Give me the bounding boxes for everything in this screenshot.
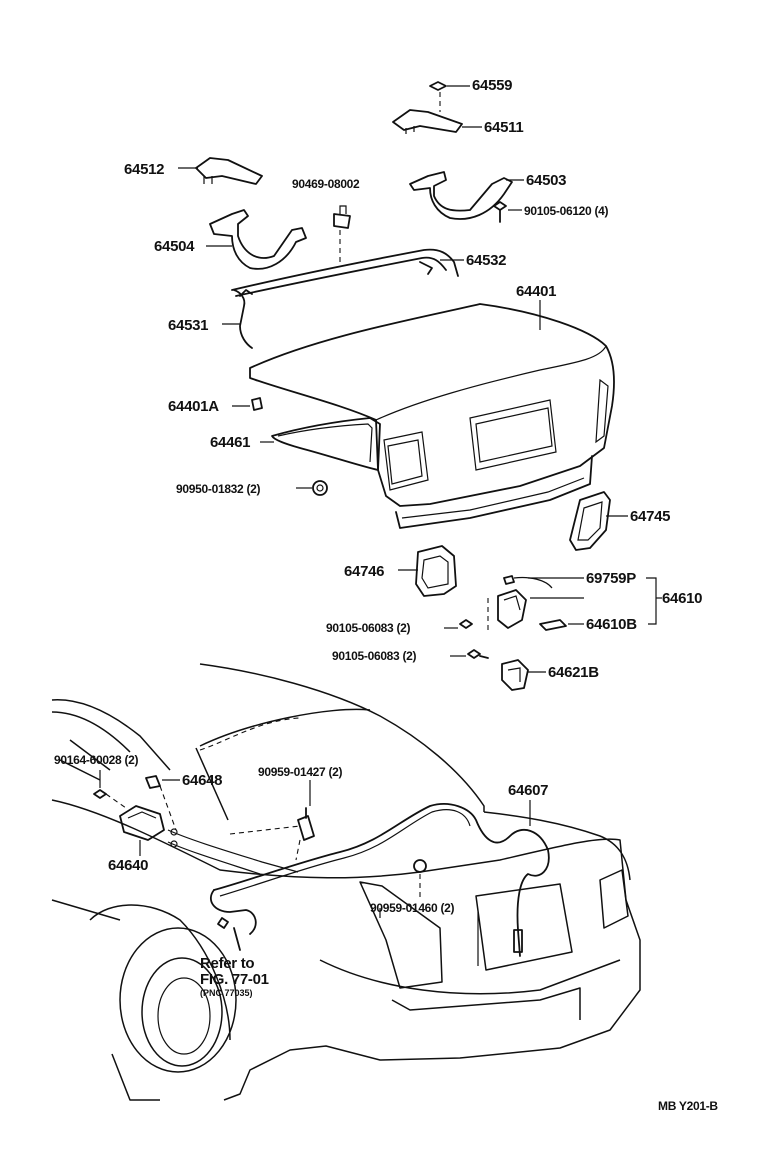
part-64503 <box>409 171 524 220</box>
label-90164-60028: 90164-60028 (2) <box>54 753 139 767</box>
label-69759P: 69759P <box>586 570 636 587</box>
label-90469-08002: 90469-08002 <box>292 177 360 191</box>
part-64745 <box>569 491 628 551</box>
label-90105-06120: 90105-06120 (4) <box>524 204 609 218</box>
part-90105-06120 <box>493 201 522 223</box>
part-64559 <box>429 81 470 112</box>
refer-note-line3: (PNC 77035) <box>200 988 253 998</box>
label-64512: 64512 <box>124 161 164 178</box>
label-90105-06083-b: 90105-06083 (2) <box>332 649 417 663</box>
label-64511: 64511 <box>484 119 523 136</box>
label-64401A: 64401A <box>168 398 219 415</box>
car-body-outline <box>51 663 641 1101</box>
part-90105-06083-a <box>444 619 473 629</box>
refer-note-line2: FIG. 77-01 <box>200 971 269 988</box>
part-64648 <box>145 775 180 831</box>
label-64621B: 64621B <box>548 664 599 681</box>
part-90164-60028 <box>93 770 127 809</box>
label-64746: 64746 <box>344 563 384 580</box>
label-64503: 64503 <box>526 172 566 189</box>
label-64401: 64401 <box>516 283 556 300</box>
part-64401-trunk-lid <box>249 300 615 507</box>
part-90469-08002 <box>333 205 351 262</box>
part-64746 <box>398 545 457 597</box>
part-90105-06083-b <box>450 649 489 659</box>
label-64648: 64648 <box>182 772 222 789</box>
part-64607-cable <box>167 800 550 957</box>
part-64531 <box>222 289 253 349</box>
label-64640: 64640 <box>108 857 148 874</box>
part-64461 <box>260 417 593 529</box>
label-90959-01427: 90959-01427 (2) <box>258 765 343 779</box>
part-90959-01460 <box>379 859 479 966</box>
label-90950-01832: 90950-01832 (2) <box>176 482 261 496</box>
part-64610-lock-assembly <box>487 575 662 632</box>
part-64640 <box>119 805 165 856</box>
label-64745: 64745 <box>630 508 670 525</box>
label-64559: 64559 <box>472 77 512 94</box>
figure-code: MB Y201-B <box>658 1099 718 1113</box>
part-64621B <box>501 659 546 691</box>
label-90959-01460: 90959-01460 (2) <box>370 901 455 915</box>
label-64531: 64531 <box>168 317 208 334</box>
label-64504: 64504 <box>154 238 195 255</box>
part-64504 <box>206 209 307 270</box>
label-64610: 64610 <box>662 590 702 607</box>
label-64461: 64461 <box>210 434 250 451</box>
part-90959-01427 <box>229 780 315 861</box>
part-90950-01832 <box>296 480 328 496</box>
label-90105-06083-a: 90105-06083 (2) <box>326 621 411 635</box>
part-64532 <box>231 248 464 297</box>
part-64511 <box>392 109 482 134</box>
part-64401A <box>232 397 263 411</box>
refer-note-line1: Refer to <box>200 955 254 972</box>
label-64610B: 64610B <box>586 616 637 633</box>
part-64512 <box>178 157 263 185</box>
label-64532: 64532 <box>466 252 506 269</box>
label-64607: 64607 <box>508 782 548 799</box>
